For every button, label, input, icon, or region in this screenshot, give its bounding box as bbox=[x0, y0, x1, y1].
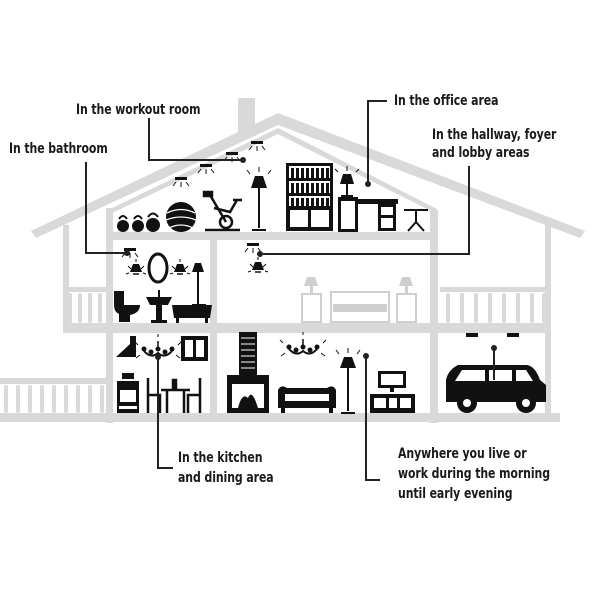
stove-icon bbox=[117, 373, 139, 413]
mirror-icon bbox=[147, 252, 169, 284]
anywhere-label-line3: until early evening bbox=[398, 486, 513, 502]
tv-stand-icon bbox=[370, 371, 415, 413]
bookshelf-icon bbox=[286, 163, 333, 231]
range-hood-icon bbox=[116, 336, 136, 357]
workout-leader-line bbox=[148, 118, 241, 161]
bathroom-leader-line bbox=[85, 162, 124, 254]
hallway-label: In the hallway, foyer and lobby areas bbox=[432, 126, 556, 162]
office-chair-icon bbox=[404, 209, 428, 232]
desk-icon bbox=[358, 199, 398, 231]
sink-icon bbox=[146, 290, 172, 323]
anywhere-label-line1: Anywhere you live or bbox=[398, 446, 527, 462]
kettlebell-icon bbox=[117, 212, 160, 232]
exercise-ball-icon bbox=[165, 202, 197, 232]
bathtub-icon bbox=[172, 305, 212, 323]
kitchen bbox=[116, 333, 208, 413]
living-room bbox=[227, 331, 415, 414]
anywhere-label-line2: work during the morning bbox=[398, 466, 550, 482]
exercise-bike-icon bbox=[202, 190, 242, 232]
left-balcony-balusters bbox=[68, 293, 102, 323]
kitchen-leader-line bbox=[157, 357, 173, 469]
anywhere-label: Anywhere you live or work during the mor… bbox=[398, 444, 550, 504]
ceiling-light-icon bbox=[197, 163, 215, 175]
right-balcony-balusters bbox=[446, 293, 546, 323]
window-icon bbox=[181, 336, 208, 361]
sofa-icon bbox=[278, 386, 336, 413]
desk-lamp-icon bbox=[334, 166, 360, 232]
chandelier-icon bbox=[279, 331, 327, 357]
hallway bbox=[244, 242, 269, 273]
kitchen-label: In the kitchen and dining area bbox=[178, 448, 274, 488]
ceiling-light-icon bbox=[248, 140, 266, 152]
garage bbox=[446, 333, 546, 413]
toilet-icon bbox=[114, 291, 140, 322]
floor-lamp-icon bbox=[246, 167, 272, 231]
floor-lamp-icon bbox=[192, 263, 206, 306]
fireplace-icon bbox=[227, 332, 269, 413]
office-leader-line bbox=[367, 100, 387, 182]
car-icon bbox=[446, 365, 546, 413]
office-area-label: In the office area bbox=[394, 93, 499, 109]
hallway-leader-line bbox=[263, 166, 470, 255]
house-structure bbox=[0, 98, 585, 423]
floor-lamp-icon bbox=[335, 348, 361, 414]
kitchen-label-line1: In the kitchen bbox=[178, 450, 263, 466]
workout-room-label: In the workout room bbox=[76, 102, 201, 118]
bathroom-label: In the bathroom bbox=[9, 141, 108, 157]
workout-room bbox=[117, 140, 272, 232]
dining-set-icon bbox=[146, 378, 202, 413]
anywhere-leader-line bbox=[365, 358, 380, 481]
hallway-label-line2: and lobby areas bbox=[432, 145, 530, 161]
bedroom-furniture-faint bbox=[301, 277, 417, 323]
leader-lines bbox=[85, 100, 497, 481]
office-room bbox=[286, 163, 428, 232]
wall-sconce-icon bbox=[247, 256, 269, 273]
left-porch-balusters bbox=[4, 385, 104, 413]
bathroom bbox=[114, 247, 212, 323]
ceiling-light-icon bbox=[172, 176, 190, 188]
ceiling-light-icon bbox=[466, 333, 519, 337]
hallway-label-line1: In the hallway, foyer bbox=[432, 127, 557, 143]
kitchen-label-line2: and dining area bbox=[178, 470, 274, 486]
